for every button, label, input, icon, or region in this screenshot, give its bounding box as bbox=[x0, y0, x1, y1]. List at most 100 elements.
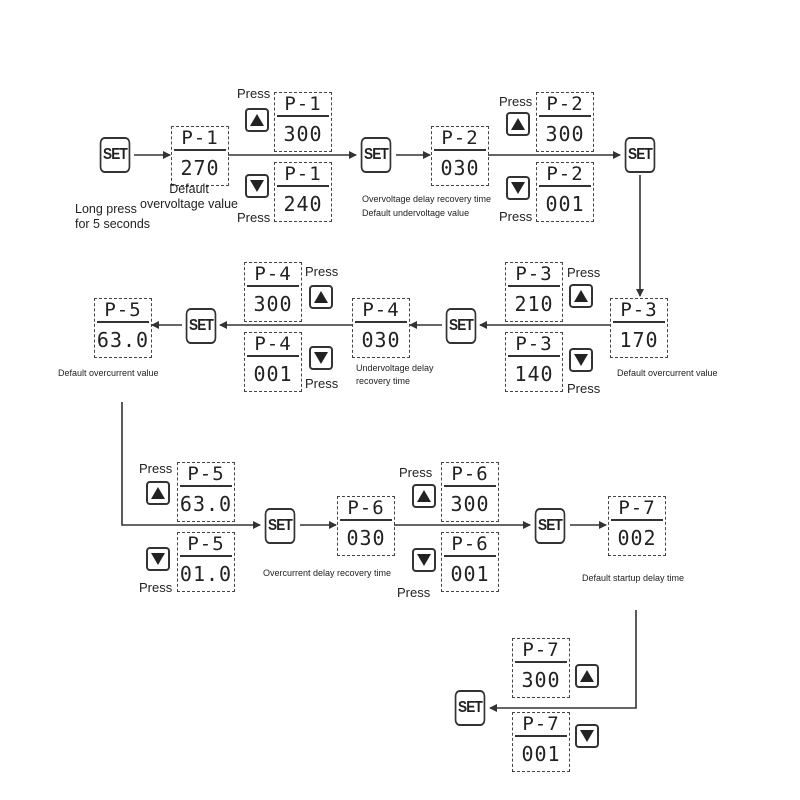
arrow-p7-to-set8 bbox=[489, 610, 637, 712]
arrow-p5-to-set6 bbox=[121, 402, 261, 529]
display-p7-default: P-7 002 bbox=[608, 496, 666, 556]
param-value: 030 bbox=[361, 327, 401, 352]
param-value: 030 bbox=[440, 155, 480, 180]
display-p2-up: P-2 300 bbox=[536, 92, 594, 152]
p2-note-undervoltage-default: Default undervoltage value bbox=[362, 208, 470, 218]
press-label: Press bbox=[237, 210, 271, 225]
press-label: Press bbox=[397, 585, 431, 600]
set-button[interactable]: SET bbox=[264, 508, 296, 544]
param-label: P-6 bbox=[347, 497, 385, 519]
display-p2-down: P-2 001 bbox=[536, 162, 594, 222]
param-value: 270 bbox=[180, 155, 220, 180]
param-label: P-3 bbox=[620, 299, 658, 321]
display-p1-down: P-1 240 bbox=[274, 162, 332, 222]
press-label: Press bbox=[139, 580, 173, 595]
display-p3-down: P-3 140 bbox=[505, 332, 563, 392]
param-value: 300 bbox=[253, 291, 293, 316]
p6-note: Overcurrent delay recovery time bbox=[263, 568, 392, 578]
display-p3-default: P-3 170 bbox=[610, 298, 668, 358]
up-arrow-icon bbox=[250, 114, 264, 126]
press-label: Press bbox=[305, 376, 339, 391]
display-p6-default: P-6 030 bbox=[337, 496, 395, 556]
down-arrow-icon bbox=[574, 354, 588, 366]
param-label: P-7 bbox=[618, 497, 656, 519]
param-value: 300 bbox=[450, 491, 490, 516]
up-arrow-icon bbox=[511, 118, 525, 130]
display-p6-up: P-6 300 bbox=[441, 462, 499, 522]
down-button[interactable] bbox=[245, 174, 269, 198]
down-button[interactable] bbox=[309, 346, 333, 370]
set-button[interactable]: SET bbox=[445, 308, 477, 344]
down-button[interactable] bbox=[412, 548, 436, 572]
p3-default-note: Default overcurrent value bbox=[617, 368, 718, 378]
param-label: P-2 bbox=[546, 163, 584, 185]
up-arrow-icon bbox=[314, 291, 328, 303]
param-label: P-5 bbox=[187, 463, 225, 485]
param-label: P-6 bbox=[451, 533, 489, 555]
param-label: P-5 bbox=[104, 299, 142, 321]
param-label: P-2 bbox=[546, 93, 584, 115]
set-button[interactable]: SET bbox=[99, 137, 131, 173]
param-value: 030 bbox=[346, 525, 386, 550]
up-button[interactable] bbox=[309, 285, 333, 309]
up-button[interactable] bbox=[412, 484, 436, 508]
display-p5-up: P-5 63.0 bbox=[177, 462, 235, 522]
display-p4-default: P-4 030 bbox=[352, 298, 410, 358]
param-value: 63.0 bbox=[96, 327, 150, 352]
down-button[interactable] bbox=[506, 176, 530, 200]
display-p7-up: P-7 300 bbox=[512, 638, 570, 698]
param-value: 001 bbox=[545, 191, 585, 216]
display-p5-default: P-5 63.0 bbox=[94, 298, 152, 358]
up-button[interactable] bbox=[506, 112, 530, 136]
press-label: Press bbox=[399, 465, 433, 480]
up-button[interactable] bbox=[146, 481, 170, 505]
param-label: P-7 bbox=[522, 713, 560, 735]
p7-default-note: Default startup delay time bbox=[582, 573, 685, 583]
param-value: 001 bbox=[521, 741, 561, 766]
press-label: Press bbox=[567, 381, 601, 396]
press-label: Press bbox=[499, 94, 533, 109]
down-arrow-icon bbox=[580, 730, 594, 742]
up-button[interactable] bbox=[575, 664, 599, 688]
down-button[interactable] bbox=[569, 348, 593, 372]
set-button[interactable]: SET bbox=[624, 137, 656, 173]
display-p2-default: P-2 030 bbox=[431, 126, 489, 186]
set-button[interactable]: SET bbox=[185, 308, 217, 344]
display-p1-up: P-1 300 bbox=[274, 92, 332, 152]
up-button[interactable] bbox=[569, 284, 593, 308]
param-value: 210 bbox=[514, 291, 554, 316]
display-p4-up: P-4 300 bbox=[244, 262, 302, 322]
param-value: 63.0 bbox=[179, 491, 233, 516]
param-value: 01.0 bbox=[179, 561, 233, 586]
param-value: 140 bbox=[514, 361, 554, 386]
param-label: P-4 bbox=[362, 299, 400, 321]
param-label: P-4 bbox=[254, 333, 292, 355]
press-label: Press bbox=[499, 209, 533, 224]
param-label: P-2 bbox=[441, 127, 479, 149]
down-arrow-icon bbox=[417, 554, 431, 566]
up-arrow-icon bbox=[151, 487, 165, 499]
param-value: 240 bbox=[283, 191, 323, 216]
p1-default-note: Default overvoltage value bbox=[140, 182, 238, 211]
param-label: P-4 bbox=[254, 263, 292, 285]
up-button[interactable] bbox=[245, 108, 269, 132]
param-label: P-7 bbox=[522, 639, 560, 661]
display-p4-down: P-4 001 bbox=[244, 332, 302, 392]
set-button[interactable]: SET bbox=[534, 508, 566, 544]
param-label: P-5 bbox=[187, 533, 225, 555]
press-label: Press bbox=[305, 264, 339, 279]
down-button[interactable] bbox=[146, 547, 170, 571]
param-label: P-1 bbox=[284, 163, 322, 185]
press-label: Press bbox=[237, 86, 271, 101]
set-button[interactable]: SET bbox=[454, 690, 486, 726]
param-value: 001 bbox=[253, 361, 293, 386]
set-button[interactable]: SET bbox=[360, 137, 392, 173]
p4-note: Undervoltage delay recovery time bbox=[356, 363, 434, 386]
param-value: 300 bbox=[545, 121, 585, 146]
down-button[interactable] bbox=[575, 724, 599, 748]
down-arrow-icon bbox=[250, 180, 264, 192]
param-label: P-1 bbox=[284, 93, 322, 115]
param-value: 002 bbox=[617, 525, 657, 550]
display-p6-down: P-6 001 bbox=[441, 532, 499, 592]
up-arrow-icon bbox=[417, 490, 431, 502]
